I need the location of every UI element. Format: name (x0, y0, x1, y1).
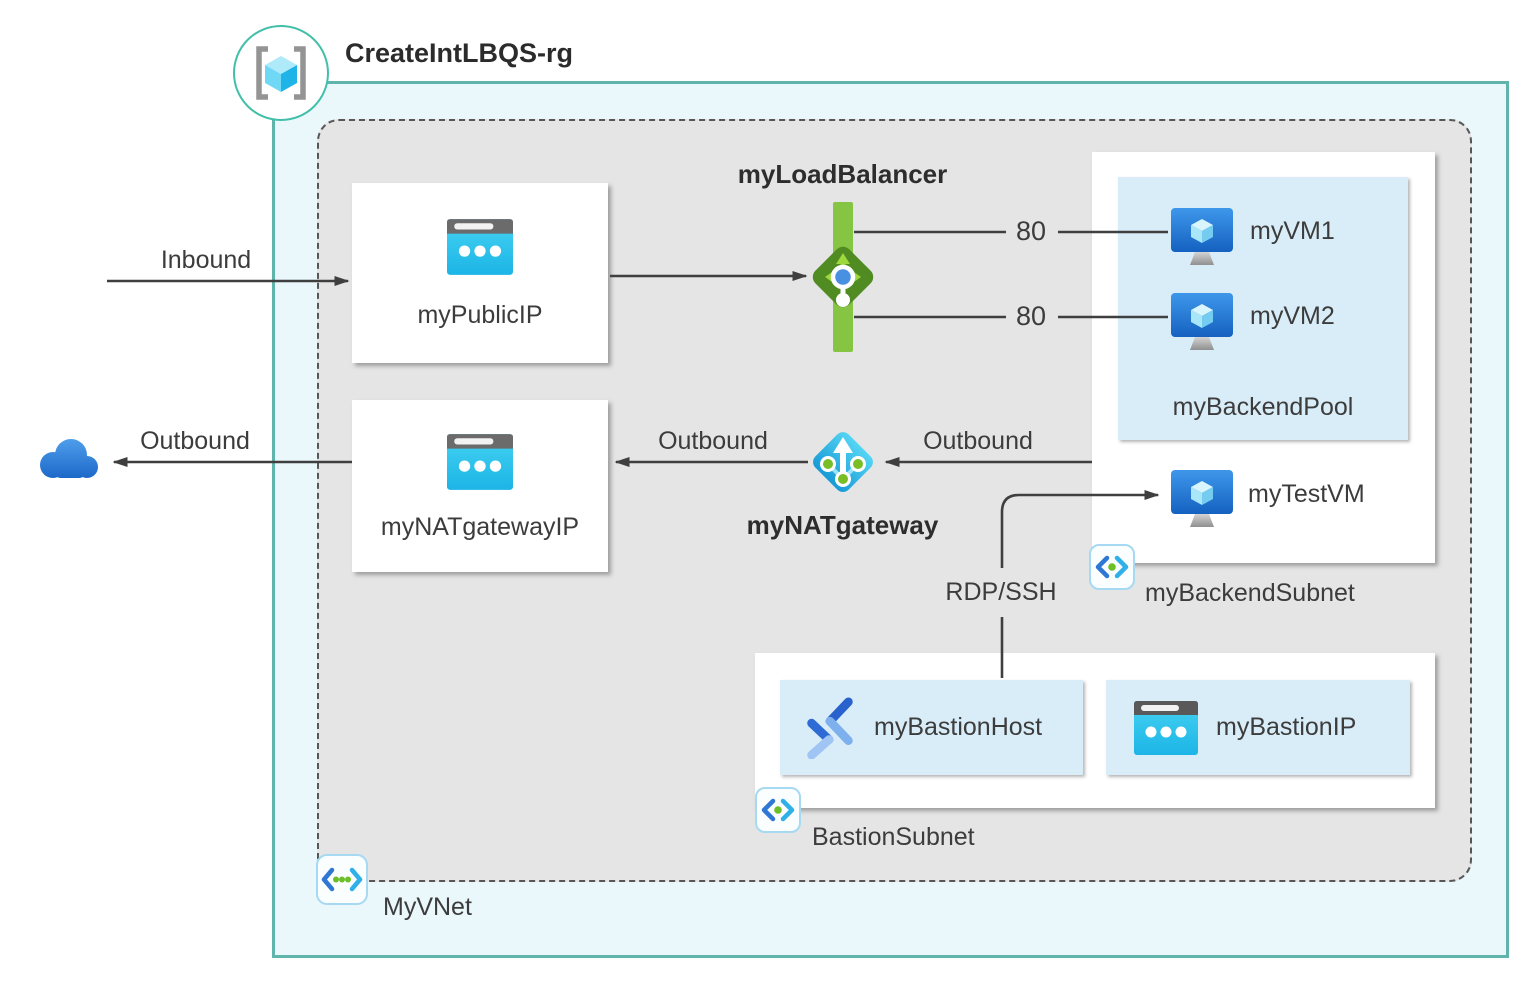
resource-group-icon (233, 25, 329, 121)
bastion-host-node: myBastionHost (780, 680, 1083, 775)
vm-icon (1171, 470, 1233, 527)
bastion-host-label: myBastionHost (874, 713, 1043, 741)
outbound-natip-label: Outbound (658, 427, 768, 455)
internet-cloud-icon (40, 439, 98, 478)
subnet-icon (1088, 544, 1136, 590)
nat-gateway-ip-node: myNATgatewayIP (352, 400, 608, 572)
vm-icon (1171, 208, 1233, 265)
vnet-label: MyVNet (383, 893, 472, 921)
vnet-icon (316, 854, 368, 905)
backend-subnet-node: myVM1 myVM2 myBackendPool myTestVM (1092, 152, 1435, 563)
public-ip-icon (447, 434, 513, 490)
inbound-label: Inbound (160, 246, 252, 274)
load-balancer-label: myLoadBalancer (737, 159, 948, 189)
public-ip-icon (1134, 700, 1198, 755)
resource-group-title: CreateIntLBQS-rg (345, 38, 574, 68)
vm1-label: myVM1 (1250, 217, 1335, 245)
bastion-subnet-label: BastionSubnet (812, 823, 975, 851)
public-ip-node: myPublicIP (352, 183, 608, 363)
vm-icon (1171, 293, 1233, 350)
vm2-label: myVM2 (1250, 302, 1335, 330)
nat-gateway-icon (813, 432, 873, 492)
outbound-internet-label: Outbound (140, 427, 250, 455)
backend-pool-node: myVM1 myVM2 myBackendPool (1118, 177, 1408, 440)
public-ip-label: myPublicIP (417, 301, 543, 329)
rdp-ssh-label: RDP/SSH (945, 578, 1057, 606)
resource-group-cube-icon (256, 46, 306, 100)
test-vm-label: myTestVM (1248, 480, 1365, 508)
bastion-ip-label: myBastionIP (1216, 713, 1357, 741)
nat-gateway-label: myNATgateway (746, 510, 939, 540)
load-balancer-icon (812, 202, 874, 352)
bastion-icon (807, 696, 853, 759)
backend-subnet-label: myBackendSubnet (1145, 579, 1355, 607)
public-ip-icon (447, 219, 513, 275)
outbound-backend-label: Outbound (923, 427, 1033, 455)
bastion-ip-node: myBastionIP (1106, 680, 1410, 775)
subnet-icon (755, 787, 801, 833)
backend-pool-label: myBackendPool (1172, 393, 1354, 421)
bastion-subnet-node: myBastionHost myBastionIP (755, 653, 1435, 808)
nat-gateway-ip-label: myNATgatewayIP (380, 513, 580, 541)
port-80-bottom-label: 80 (1015, 301, 1047, 331)
port-80-top-label: 80 (1015, 216, 1047, 246)
